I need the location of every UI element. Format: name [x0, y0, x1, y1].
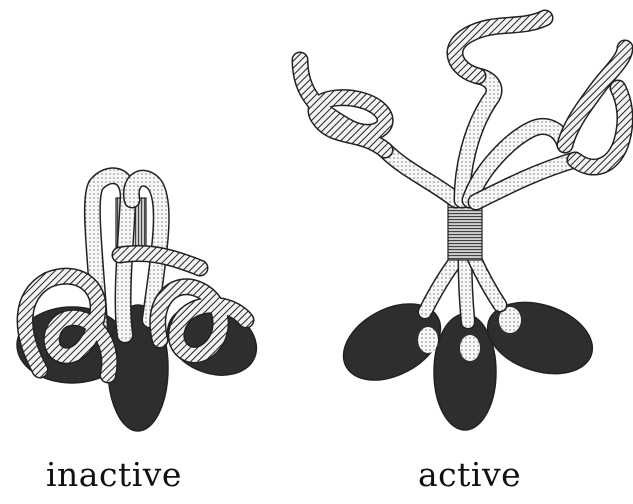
- active-complex: [300, 18, 625, 430]
- label-active: active: [418, 458, 521, 491]
- active-lower-connectors: [425, 258, 500, 322]
- active-lobe-center-patch: [460, 335, 480, 361]
- active-upper-arms: [385, 76, 575, 202]
- inactive-complex: [17, 176, 267, 431]
- active-lobe-left-patch: [418, 327, 438, 353]
- active-lobe-center: [434, 314, 496, 430]
- label-inactive: inactive: [46, 458, 182, 491]
